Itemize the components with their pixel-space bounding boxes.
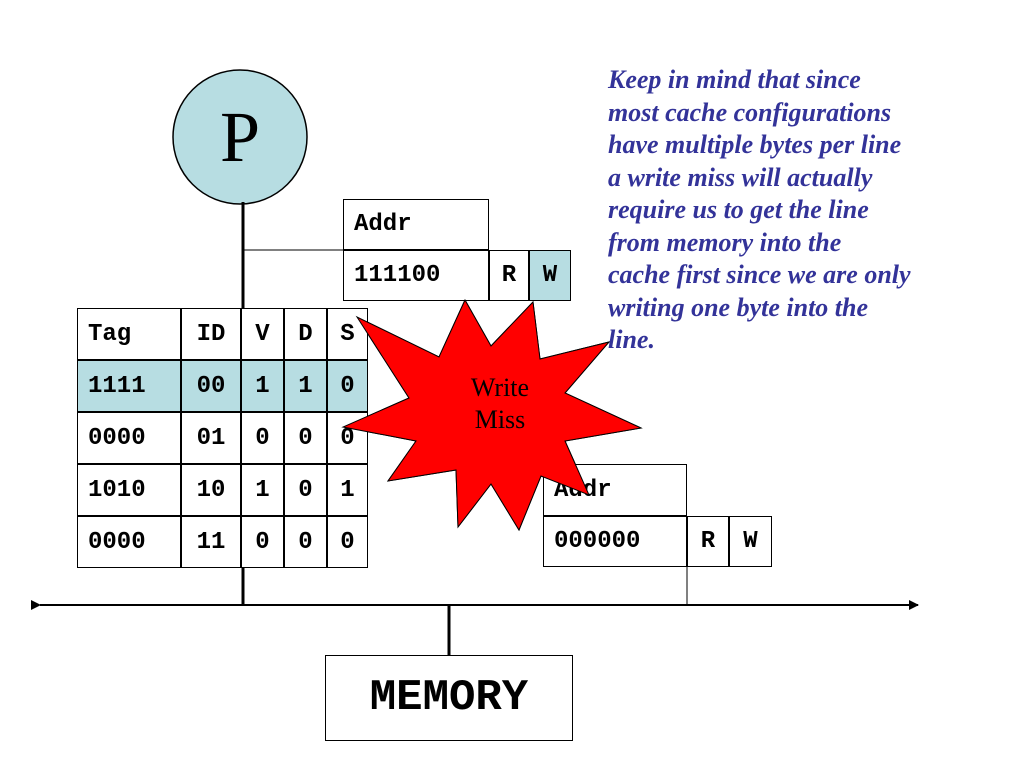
processor-circle — [172, 69, 308, 205]
cache-row-1-dirty: 0 — [284, 412, 327, 464]
note-line: Keep in mind that since — [608, 65, 861, 94]
cache-row-2-shared: 1 — [327, 464, 368, 516]
note-line: a write miss will actually — [608, 162, 873, 192]
cache-row-3-shared: 0 — [327, 516, 368, 568]
cache-row-1-valid: 0 — [241, 412, 284, 464]
memory-box: MEMORY — [325, 655, 573, 741]
explanation-note: Keep in mind that since most cache confi… — [608, 64, 1018, 357]
cache-row-2-id: 10 — [181, 464, 241, 516]
cache-row-3-id: 11 — [181, 516, 241, 568]
note-line: have multiple bytes per line — [608, 130, 902, 159]
cache-header-id: ID — [181, 308, 241, 360]
note-line: most cache configurations — [608, 97, 892, 127]
cache-row-3-tag: 0000 — [77, 516, 181, 568]
request-bottom-read-flag: R — [687, 516, 729, 567]
write-miss-label-line-2: Miss — [474, 405, 526, 434]
cache-row-1-id: 01 — [181, 412, 241, 464]
request-top-write-flag: W — [529, 250, 571, 301]
cache-row-0-valid: 1 — [241, 360, 284, 412]
cache-row-1-shared: 0 — [327, 412, 368, 464]
cache-row-0-dirty: 1 — [284, 360, 327, 412]
cache-row-2-valid: 1 — [241, 464, 284, 516]
cache-row-3-valid: 0 — [241, 516, 284, 568]
note-line: cache first since we are only — [608, 260, 911, 289]
request-top-read-flag: R — [489, 250, 529, 301]
request-top-addr-header: Addr — [343, 199, 489, 250]
write-miss-label-line-1: Write — [470, 373, 530, 402]
note-line: require us to get the line — [608, 195, 869, 224]
note-line: from memory into the — [608, 227, 842, 257]
cache-header-tag: Tag — [77, 308, 181, 360]
request-bottom-write-flag: W — [729, 516, 772, 567]
request-bottom-addr-value: 000000 — [543, 516, 687, 567]
request-top-addr-value: 111100 — [343, 250, 489, 301]
processor-label: P — [219, 97, 261, 177]
note-line: line. — [608, 325, 655, 354]
cache-row-2-dirty: 0 — [284, 464, 327, 516]
cache-row-0-shared: 0 — [327, 360, 368, 412]
cache-row-3-dirty: 0 — [284, 516, 327, 568]
note-line: writing one byte into the — [608, 292, 869, 322]
cache-header-dirty: D — [284, 308, 327, 360]
write-miss-label: Write Miss — [430, 372, 570, 436]
cache-row-1-tag: 0000 — [77, 412, 181, 464]
cache-row-2-tag: 1010 — [77, 464, 181, 516]
request-bottom-addr-header: Addr — [543, 464, 687, 516]
cache-row-0-id: 00 — [181, 360, 241, 412]
cache-header-shared: S — [327, 308, 368, 360]
cache-row-0-tag: 1111 — [77, 360, 181, 412]
cache-header-valid: V — [241, 308, 284, 360]
